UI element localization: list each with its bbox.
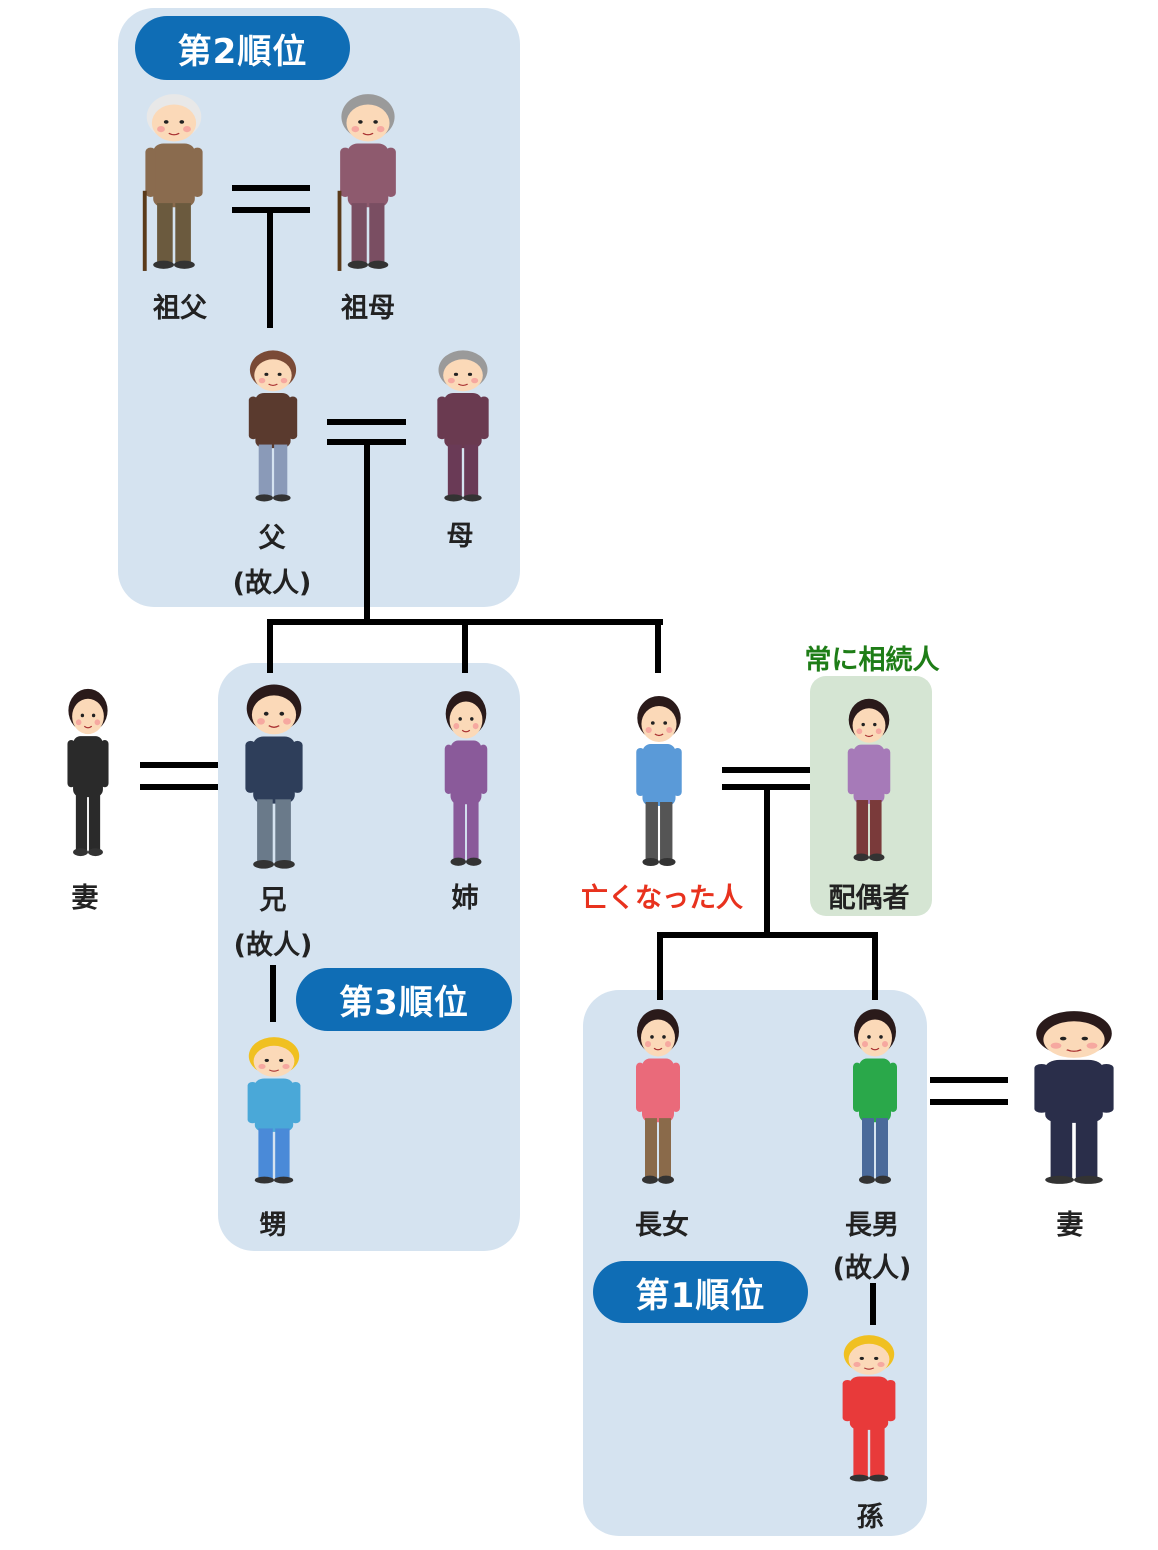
- label-eldest-daughter: 長女: [635, 1210, 689, 1241]
- person-grandchild-icon: [833, 1330, 905, 1485]
- person-grandmother-icon: [330, 88, 406, 273]
- label-spouse: 配偶者: [828, 883, 910, 914]
- label-always-heir: 常に相続人: [804, 645, 940, 676]
- person-father-icon: [240, 345, 306, 505]
- person-eldest-daughter-icon: [628, 1003, 688, 1188]
- label-sister: 姉: [451, 883, 479, 914]
- person-nephew-icon: [238, 1032, 310, 1187]
- label-father-note: (故人): [232, 568, 312, 599]
- label-eldest-son-note: (故人): [832, 1253, 912, 1284]
- label-brother-wife: 妻: [71, 883, 99, 914]
- label-eldest-son: 長男: [845, 1210, 899, 1241]
- label-brother: 兄: [259, 885, 287, 916]
- person-grandfather-icon: [135, 88, 213, 273]
- second-rank-badge: 第2順位: [135, 16, 350, 80]
- person-brother-icon: [235, 678, 313, 873]
- label-mother: 母: [446, 521, 474, 552]
- label-son-wife: 妻: [1056, 1210, 1084, 1241]
- person-mother-icon: [428, 345, 498, 505]
- person-son-wife-icon: [1020, 1005, 1128, 1188]
- person-eldest-son-icon: [845, 1003, 905, 1188]
- label-grandchild: 孫: [856, 1502, 884, 1533]
- person-brother-wife-icon: [60, 683, 116, 860]
- label-nephew: 甥: [259, 1210, 287, 1241]
- third-rank-badge: 第3順位: [296, 968, 512, 1031]
- label-grandmother: 祖母: [341, 293, 395, 324]
- person-spouse-icon: [840, 693, 898, 865]
- label-deceased: 亡くなった人: [581, 883, 743, 914]
- first-rank-badge: 第1順位: [593, 1261, 808, 1323]
- person-deceased-icon: [628, 690, 690, 870]
- label-grandfather: 祖父: [153, 293, 207, 324]
- label-brother-note: (故人): [233, 930, 313, 961]
- label-father: 父: [258, 523, 286, 554]
- person-sister-icon: [437, 685, 495, 870]
